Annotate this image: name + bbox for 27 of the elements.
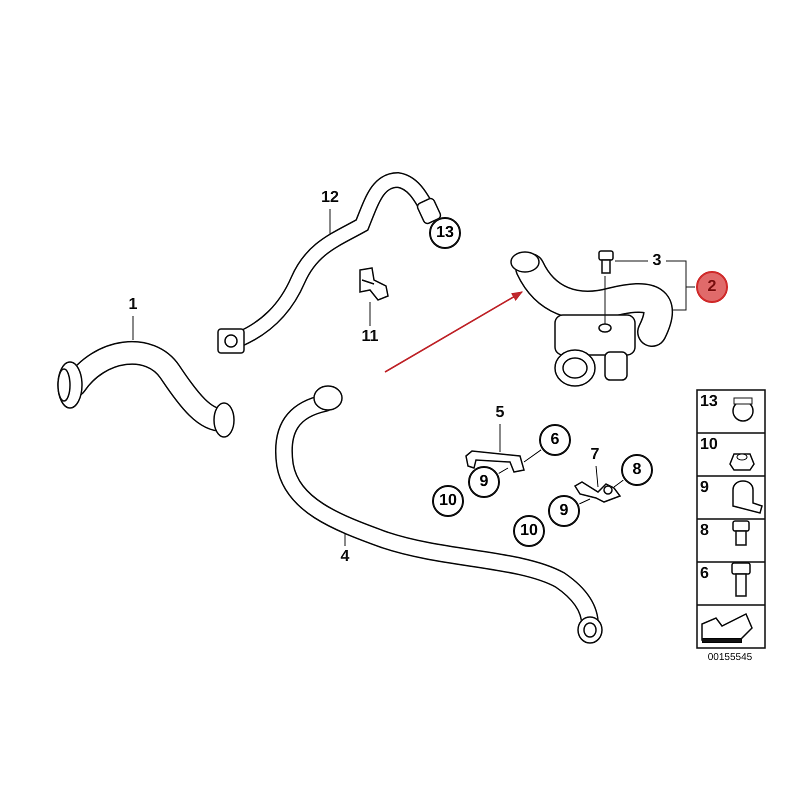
callout-number: 2: [696, 271, 728, 303]
leader-line: [498, 468, 508, 474]
drawing-number: 00155545: [708, 653, 752, 663]
leader-line: [614, 480, 624, 488]
callout-number: 12: [321, 190, 339, 206]
part-number: 6: [700, 566, 709, 582]
callout-number: 13: [429, 217, 461, 249]
callout-number: 5: [496, 405, 504, 421]
arrow: [384, 291, 523, 373]
leader-line: [578, 498, 590, 504]
leader-line: [524, 449, 542, 462]
bolt-drawing: [597, 250, 615, 274]
callout-number: 11: [362, 329, 378, 345]
callout-number: 7: [590, 447, 600, 463]
callout-number: 1: [128, 297, 138, 313]
part-number: 9: [700, 480, 709, 496]
bracket-drawing: [464, 450, 526, 474]
part-number: 10: [700, 437, 718, 453]
leader-line: [132, 316, 134, 340]
part-number: 8: [700, 523, 709, 539]
callout-number: 4: [340, 549, 350, 565]
callout-number: 8: [621, 454, 653, 486]
callout-number: 3: [652, 253, 662, 269]
leader-line: [614, 260, 648, 262]
bracket-drawing: [573, 480, 623, 504]
leader-line: [596, 466, 598, 488]
part-number: 13: [700, 394, 718, 410]
